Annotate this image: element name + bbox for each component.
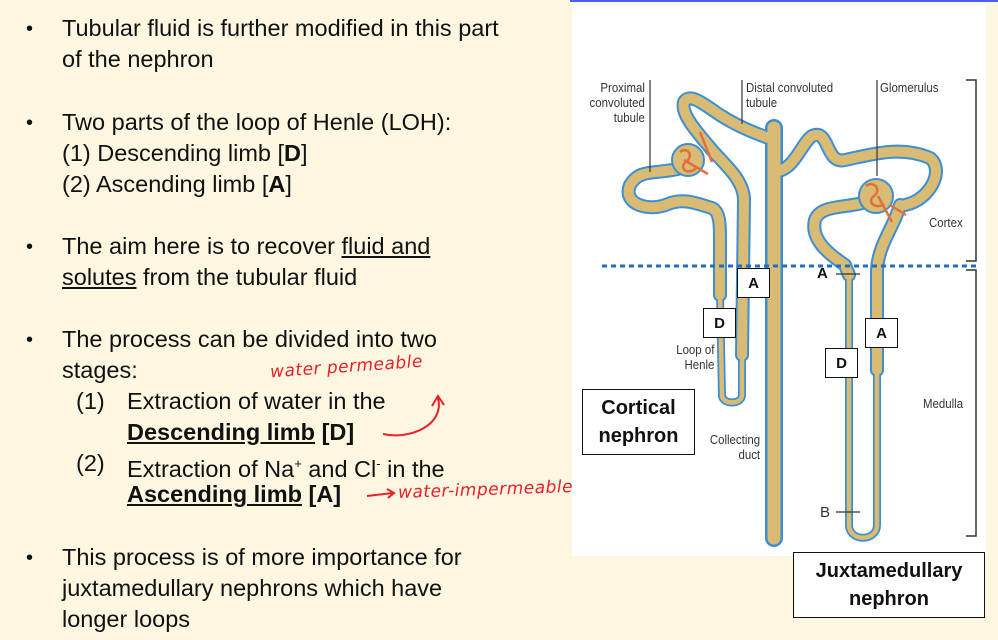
stage-2-num: (2) xyxy=(76,450,105,476)
stage-1-limb: Descending limb [D] xyxy=(127,419,355,445)
bullet-1-line-1: Tubular fluid is further modified in thi… xyxy=(62,15,499,41)
arrow-icon xyxy=(382,394,445,437)
label-cortex: Cortex xyxy=(929,215,963,230)
marker-b: B xyxy=(820,504,831,521)
bullet-2-sub-2: (2) Ascending limb [A] xyxy=(62,171,292,197)
bullet-3-line-1: The aim here is to recover fluid and xyxy=(62,233,431,259)
stage-1-num: (1) xyxy=(76,388,105,414)
box-ascending-cortical: A xyxy=(737,268,770,298)
bullet-1-line-2: of the nephron xyxy=(62,46,214,72)
bullet-dot: • xyxy=(26,547,34,569)
leader-lines xyxy=(649,80,878,513)
top-border xyxy=(570,0,998,2)
stage-1-text: Extraction of water in the xyxy=(127,388,386,414)
arrow-icon xyxy=(366,488,396,499)
bullet-2-line-1: Two parts of the loop of Henle (LOH): xyxy=(62,109,452,135)
bullet-5-line-3: longer loops xyxy=(62,606,191,632)
label-medulla: Medulla xyxy=(923,396,964,411)
bullet-dot: • xyxy=(26,18,34,40)
bullet-5-line-2: juxtamedullary nephrons which have xyxy=(62,575,443,601)
tubule-fill xyxy=(623,93,941,545)
bullet-dot: • xyxy=(26,329,34,351)
box-descending-cortical: D xyxy=(703,308,736,338)
bullet-4-line-2: stages: xyxy=(62,357,138,383)
bullet-dot: • xyxy=(26,236,34,258)
region-brackets xyxy=(966,79,977,537)
bullet-dot: • xyxy=(26,112,34,134)
bullet-4-line-1: The process can be divided into two xyxy=(62,326,437,352)
bullet-2-sub-1: (1) Descending limb [D] xyxy=(62,140,308,166)
bullet-5-line-1: This process is of more importance for xyxy=(62,544,462,570)
stage-2-text: Extraction of Na+ and Cl- in the xyxy=(127,455,445,482)
glomerulus-juxtamedullary xyxy=(858,178,907,223)
marker-a: A xyxy=(817,265,828,282)
stage-2-limb: Ascending limb [A] xyxy=(127,481,342,507)
label-glomerulus: Glomerulus xyxy=(880,80,939,95)
box-ascending-juxta: A xyxy=(865,318,898,348)
bullet-3-line-2: solutes from the tubular fluid xyxy=(62,264,358,290)
box-descending-juxta: D xyxy=(825,348,858,378)
glomerulus-cortical xyxy=(671,131,714,177)
